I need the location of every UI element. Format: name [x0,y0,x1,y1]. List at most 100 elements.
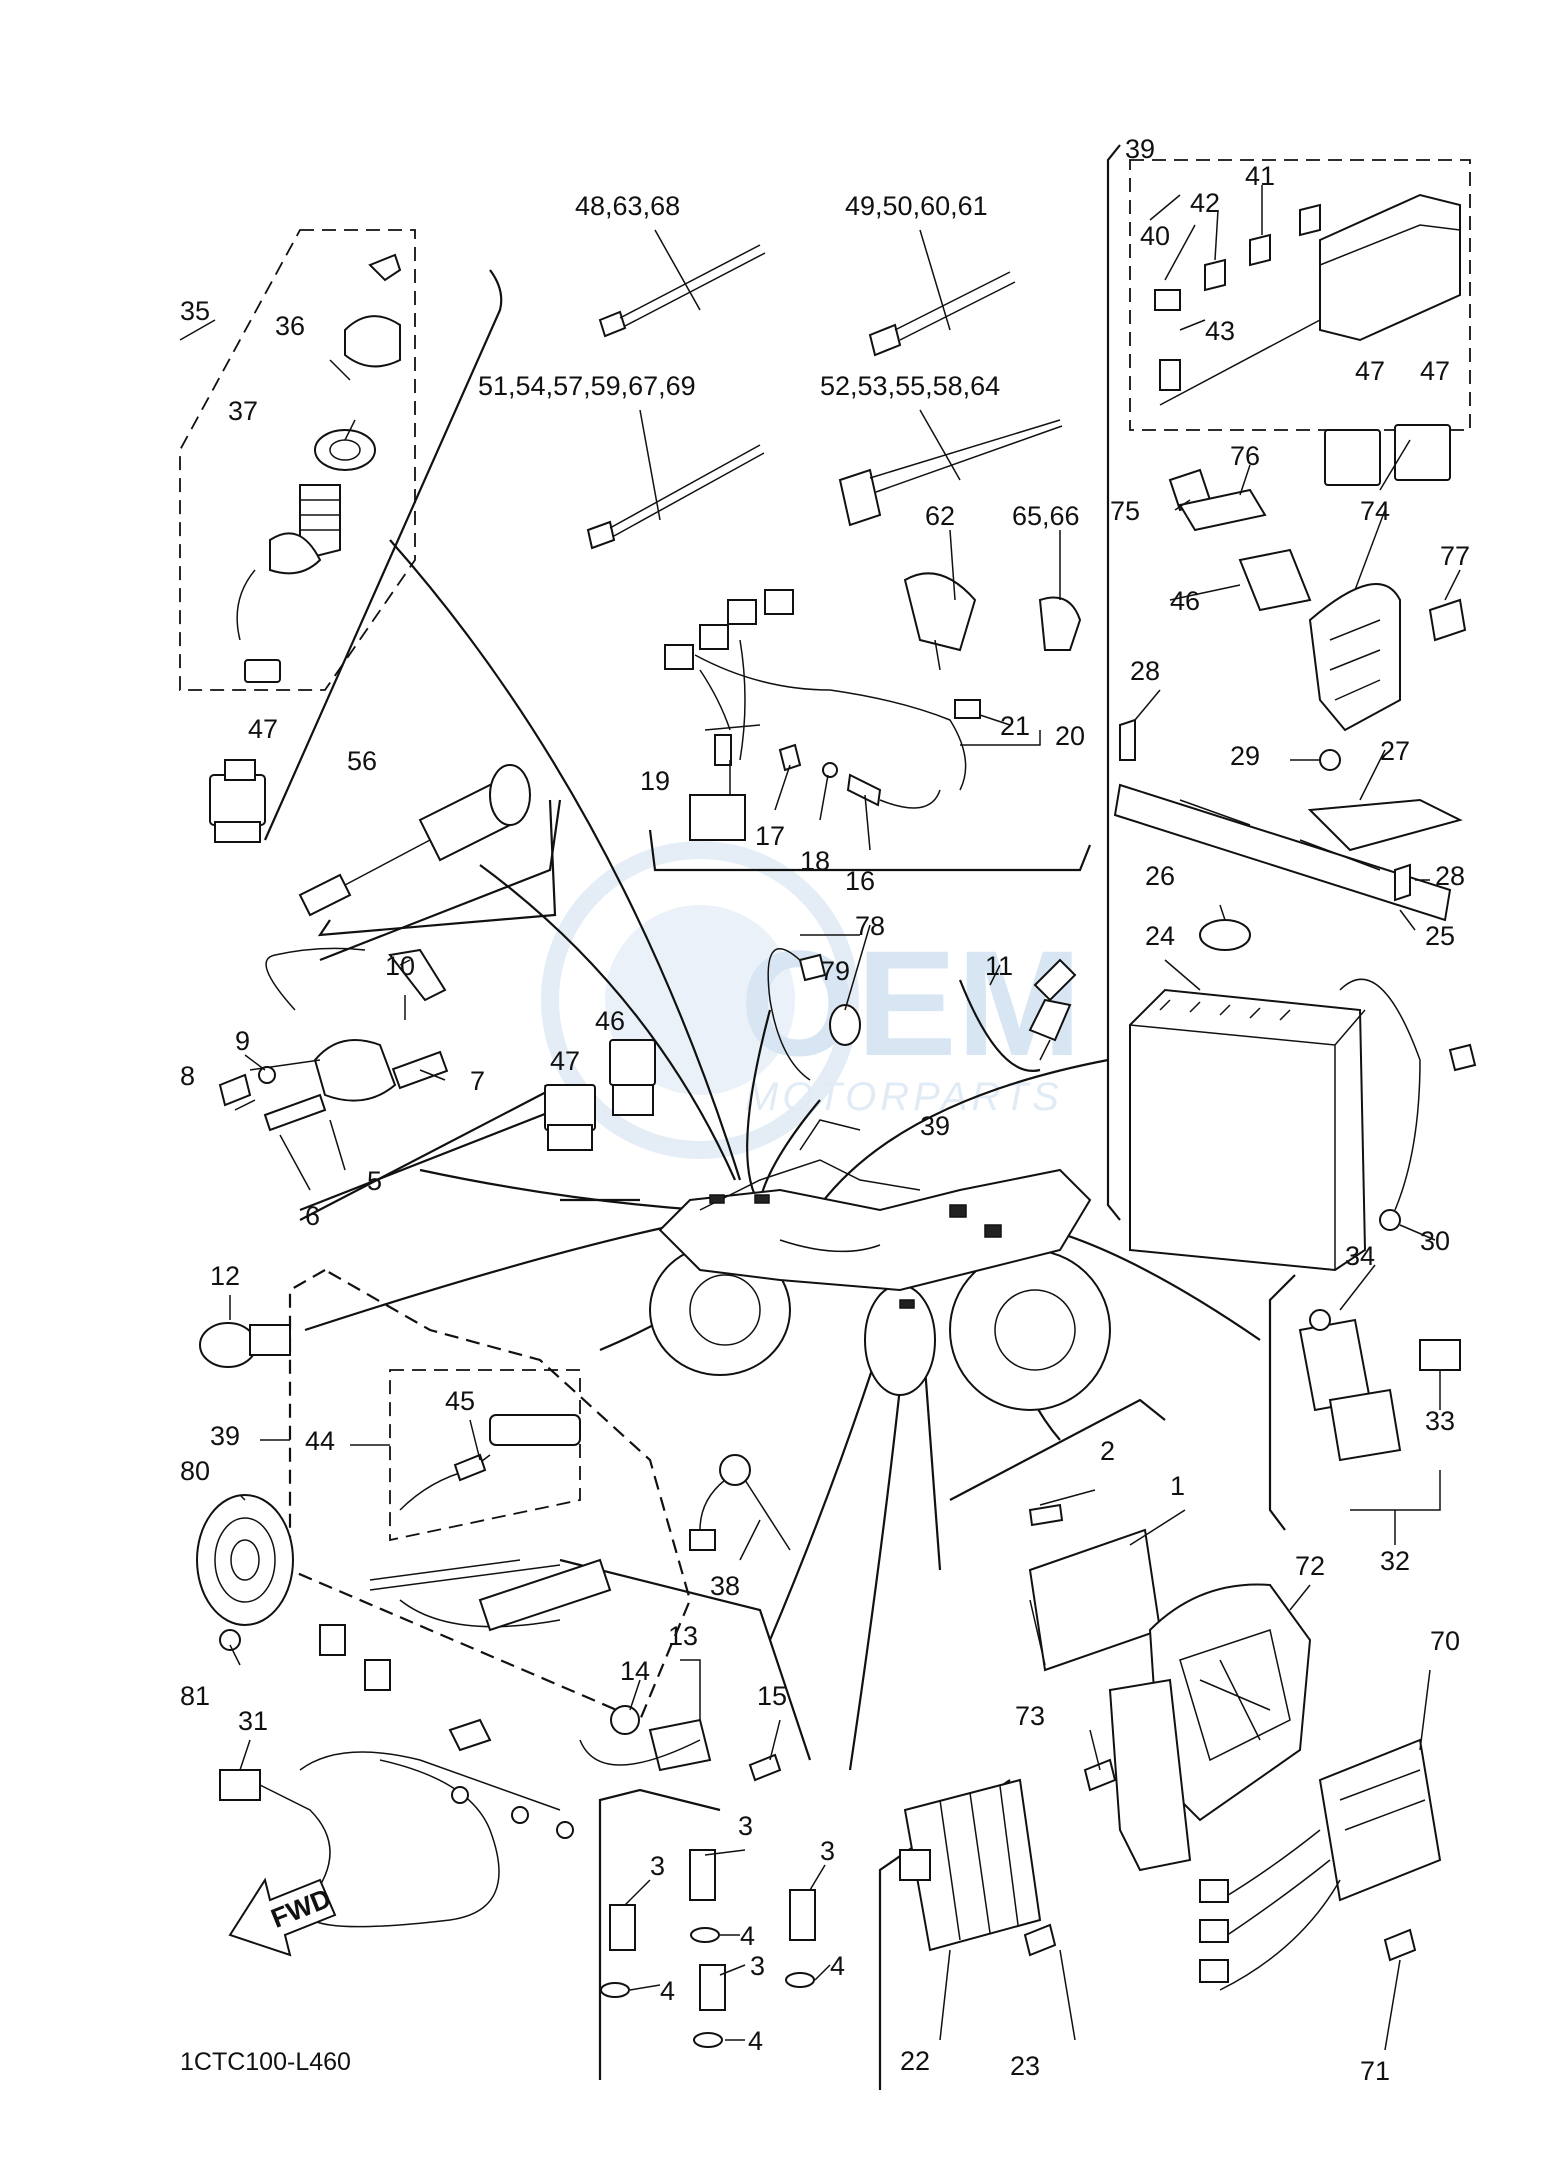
bolts-washers [600,1849,816,2048]
callout-16: 16 [845,866,875,896]
callout-47-center: 47 [550,1046,580,1076]
watermark-brand: OEM [740,919,1082,1087]
callout-2: 2 [1100,1436,1115,1466]
callout-34: 34 [1345,1241,1375,1271]
cdi-unit [1028,1503,1312,1872]
sub-harness [664,589,981,841]
switch-38 [689,1454,791,1551]
callout-49-50-60-61: 49,50,60,61 [845,191,988,221]
callout-20: 20 [1055,721,1085,751]
callout-48-63-68: 48,63,68 [575,191,680,221]
callout-56: 56 [347,746,377,776]
starter-relay [1298,1309,1461,1462]
starter-components [218,947,449,1132]
callout-47-left: 47 [248,714,278,744]
callout-3-c: 3 [820,1836,835,1866]
callout-46-top: 46 [1170,586,1200,616]
callout-40: 40 [1140,221,1170,251]
callout-15: 15 [757,1681,787,1711]
callout-4-d: 4 [748,2026,763,2056]
callout-33: 33 [1425,1406,1455,1436]
callout-3-a: 3 [738,1811,753,1841]
callout-41: 41 [1245,161,1275,191]
sensor-78-79 [767,948,861,1081]
callout-22: 22 [900,2046,930,2076]
spark-plug [1028,958,1077,1061]
callout-13: 13 [668,1621,698,1651]
callout-44: 44 [305,1426,335,1456]
callout-labels: 48,63,68 49,50,60,61 51,54,57,59,67,69 5… [180,134,1470,2086]
callout-10: 10 [385,951,415,981]
connector-56 [298,764,531,917]
callout-39-center: 39 [920,1111,950,1141]
clamps [903,572,1082,671]
callout-28-a: 28 [1130,656,1160,686]
callout-30: 30 [1420,1226,1450,1256]
group-outlines [179,144,1471,2090]
callout-47-top-a: 47 [1355,356,1385,386]
callout-81: 81 [180,1681,210,1711]
fuse-box [1154,193,1467,732]
callout-39-left: 39 [210,1421,240,1451]
callout-3-d: 3 [750,1951,765,1981]
callout-77: 77 [1440,541,1470,571]
callout-76: 76 [1230,441,1260,471]
callout-37: 37 [228,396,258,426]
callout-39-top: 39 [1125,134,1155,164]
callout-78: 78 [855,911,885,941]
forward-arrow: FWD [228,1877,337,1957]
callout-9: 9 [235,1026,250,1056]
callout-26: 26 [1145,861,1175,891]
callout-19: 19 [640,766,670,796]
callout-12: 12 [210,1261,240,1291]
callout-72: 72 [1295,1551,1325,1581]
callout-23: 23 [1010,2051,1040,2081]
sensor-13 [448,1705,782,1782]
callout-43: 43 [1205,316,1235,346]
callout-46-center: 46 [595,1006,625,1036]
callout-38: 38 [710,1571,740,1601]
leader-curves [304,539,1261,1771]
battery-assembly [1113,718,1477,1272]
callout-21: 21 [1000,711,1030,741]
callout-14: 14 [620,1656,650,1686]
callout-36: 36 [275,311,305,341]
callout-75: 75 [1110,496,1140,526]
callout-24: 24 [1145,921,1175,951]
callout-65-66: 65,66 [1012,501,1080,531]
callout-4-c: 4 [830,1951,845,1981]
diagram-code: 1CTC100-L460 [180,2048,351,2076]
callout-70: 70 [1430,1626,1460,1656]
callout-7: 7 [470,1066,485,1096]
control-unit-70 [1083,1738,1442,1991]
callout-11: 11 [985,951,1013,981]
callout-31: 31 [238,1706,268,1736]
callout-35: 35 [180,296,210,326]
callout-71: 71 [1360,2056,1390,2086]
relays-center [544,1039,656,1151]
callout-73: 73 [1015,1701,1045,1731]
cable-ties [586,244,1063,550]
callout-4-a: 4 [740,1921,755,1951]
sender-12 [199,1322,291,1368]
callout-45: 45 [445,1386,475,1416]
callout-42: 42 [1190,188,1220,218]
callout-3-b: 3 [650,1851,665,1881]
callout-8: 8 [180,1061,195,1091]
callout-25: 25 [1425,921,1455,951]
callout-29: 29 [1230,741,1260,771]
callout-27: 27 [1380,736,1410,766]
main-switch-assembly [236,253,402,683]
callout-80: 80 [180,1456,210,1486]
callout-62: 62 [925,501,955,531]
callout-5: 5 [367,1166,382,1196]
callout-52-53-55-58-64: 52,53,55,58,64 [820,371,1000,401]
wire-harness-31 [219,1751,574,1928]
callout-28-b: 28 [1435,861,1465,891]
callout-51-54-57-59-67-69: 51,54,57,59,67,69 [478,371,696,401]
callout-74: 74 [1360,496,1390,526]
callout-6: 6 [305,1201,320,1231]
callout-4-b: 4 [660,1976,675,2006]
